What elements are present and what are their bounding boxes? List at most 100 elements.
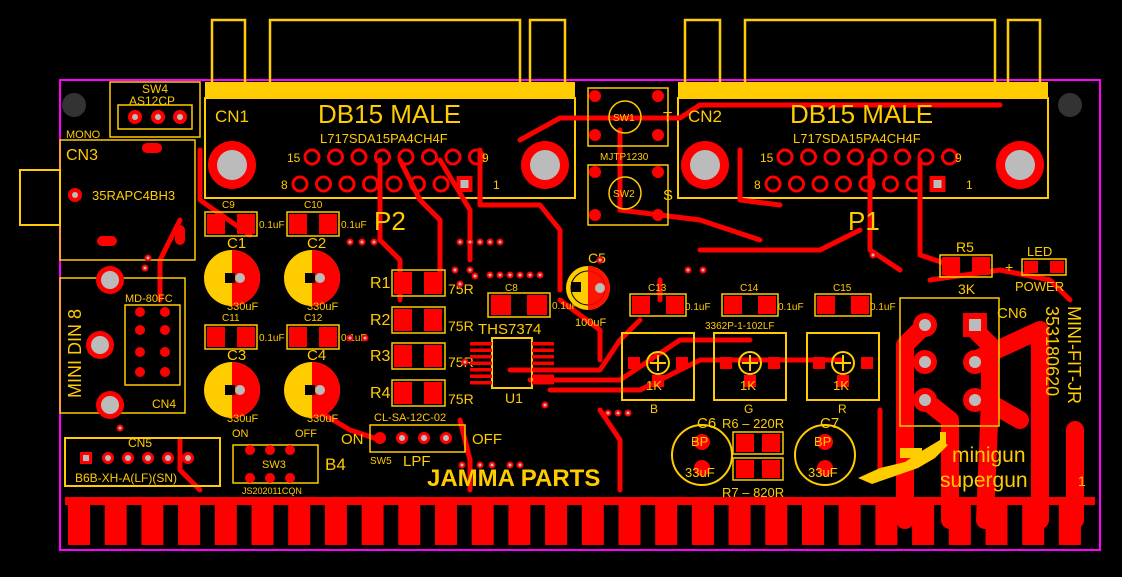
u1-pin xyxy=(532,342,554,346)
cn1-pin8: 8 xyxy=(281,178,288,192)
ecap-pad xyxy=(225,385,235,395)
ecap-pad xyxy=(305,273,315,283)
c9-value: 0.1uF xyxy=(259,220,285,231)
db15-pin xyxy=(917,148,935,166)
trimmer-pad xyxy=(768,357,780,369)
cap-pad xyxy=(666,296,684,314)
u1-pin xyxy=(470,355,492,359)
db15-pin-1-drill xyxy=(933,180,942,188)
cap-outline xyxy=(286,324,340,350)
via-drill xyxy=(498,240,502,244)
mount-hole-left xyxy=(62,93,86,117)
c11-ref: C11 xyxy=(222,313,240,324)
trimmer-pad xyxy=(813,357,825,369)
u1-pin xyxy=(470,361,492,365)
u1-pin xyxy=(532,374,554,378)
power-traces xyxy=(896,321,1084,529)
led-power: + xyxy=(1005,258,1067,276)
cn3-ref: CN3 xyxy=(66,147,98,164)
cn3-jack xyxy=(19,139,196,261)
db15-pin xyxy=(823,148,841,166)
cn1-part: L717SDA15PA4CH4F xyxy=(320,131,448,146)
cap-pad xyxy=(207,327,225,347)
c6-bp: BP xyxy=(691,434,708,449)
sw3-on: ON xyxy=(232,428,249,440)
u1-pin xyxy=(532,355,554,359)
c10-ref: C10 xyxy=(304,200,323,211)
resistor-outline xyxy=(391,269,446,297)
resistor-outline xyxy=(391,379,446,407)
cn5-part: B6B-XH-A(LF)(SN) xyxy=(75,471,177,485)
cn2-pin1: 1 xyxy=(966,178,973,192)
logo-line1: minigun xyxy=(952,444,1026,467)
via-drill xyxy=(118,426,122,430)
edge-finger xyxy=(324,497,347,545)
resistor-outline xyxy=(391,306,446,334)
db15-pin xyxy=(882,175,899,193)
resistor-pad xyxy=(394,345,412,367)
cap-outline xyxy=(814,293,872,317)
sw5-on: ON xyxy=(341,431,364,448)
via-drill xyxy=(348,336,352,340)
db15-pin xyxy=(385,175,403,193)
u1-pin xyxy=(532,361,554,365)
cn1-pin1: 1 xyxy=(493,178,500,192)
trimmer-cross xyxy=(650,355,666,371)
c15-value: 0.1uF xyxy=(870,302,896,313)
db15-pin-1-drill xyxy=(460,180,469,188)
sw3-switch xyxy=(232,444,319,484)
resistor-pad xyxy=(424,309,442,331)
cn6-part: 353180620 xyxy=(1042,306,1062,396)
db15-pin xyxy=(858,175,876,193)
db15-pin xyxy=(315,175,332,193)
cn1-pin9: 9 xyxy=(482,151,489,165)
u1-pin xyxy=(470,368,492,372)
sw1-sw2-switch xyxy=(587,87,669,226)
cn2-ref: CN2 xyxy=(688,107,722,126)
trimmer-dial xyxy=(738,351,762,375)
sw5-switch xyxy=(369,424,466,453)
logo-line2: supergun xyxy=(940,469,1028,492)
via-drill xyxy=(543,403,547,407)
sw3-ref: SW3 xyxy=(262,459,286,471)
cn3-mode: MONO xyxy=(66,129,101,141)
sw3-label: B4 xyxy=(325,455,346,474)
sw5-ref: SW5 xyxy=(370,456,392,467)
u1-ic xyxy=(470,337,554,389)
cn1-ref: CN1 xyxy=(215,107,249,126)
edge-finger xyxy=(618,497,641,545)
c11-value: 0.1uF xyxy=(259,333,285,344)
ecap-pad xyxy=(235,385,245,395)
c2-value: 330uF xyxy=(307,301,338,313)
cn1-pin15: 15 xyxy=(287,151,301,165)
db15-pin xyxy=(291,175,309,193)
r2-value: 75R xyxy=(448,318,474,334)
db15-pin xyxy=(847,148,864,166)
cap-outline xyxy=(286,211,340,237)
db15-pin xyxy=(303,148,321,166)
led-sub: POWER xyxy=(1015,279,1064,294)
u1-pin xyxy=(470,342,492,346)
ecap-copper xyxy=(312,250,340,306)
cap-outline xyxy=(721,293,779,317)
db15-pin xyxy=(468,148,485,166)
db15-pin xyxy=(327,148,344,166)
c7-bp: BP xyxy=(814,434,831,449)
cn2-pin8: 8 xyxy=(754,178,761,192)
cap-pad xyxy=(632,296,650,314)
db15-pin xyxy=(835,175,852,193)
sw1-ref: SW1 xyxy=(613,113,635,124)
cn4-ref: CN4 xyxy=(152,397,176,411)
c8-value: 0.1uF xyxy=(552,301,578,312)
sw4-switch xyxy=(109,81,201,138)
sw5-part: CL-SA-12C-02 xyxy=(374,412,446,424)
edge-finger xyxy=(251,497,274,545)
edge-finger xyxy=(728,497,751,545)
via-drill xyxy=(453,268,457,272)
via-drill xyxy=(463,360,467,364)
r2-ref: R2 xyxy=(370,312,391,329)
cn2-pin15: 15 xyxy=(760,151,774,165)
resistor-pad xyxy=(424,272,442,294)
